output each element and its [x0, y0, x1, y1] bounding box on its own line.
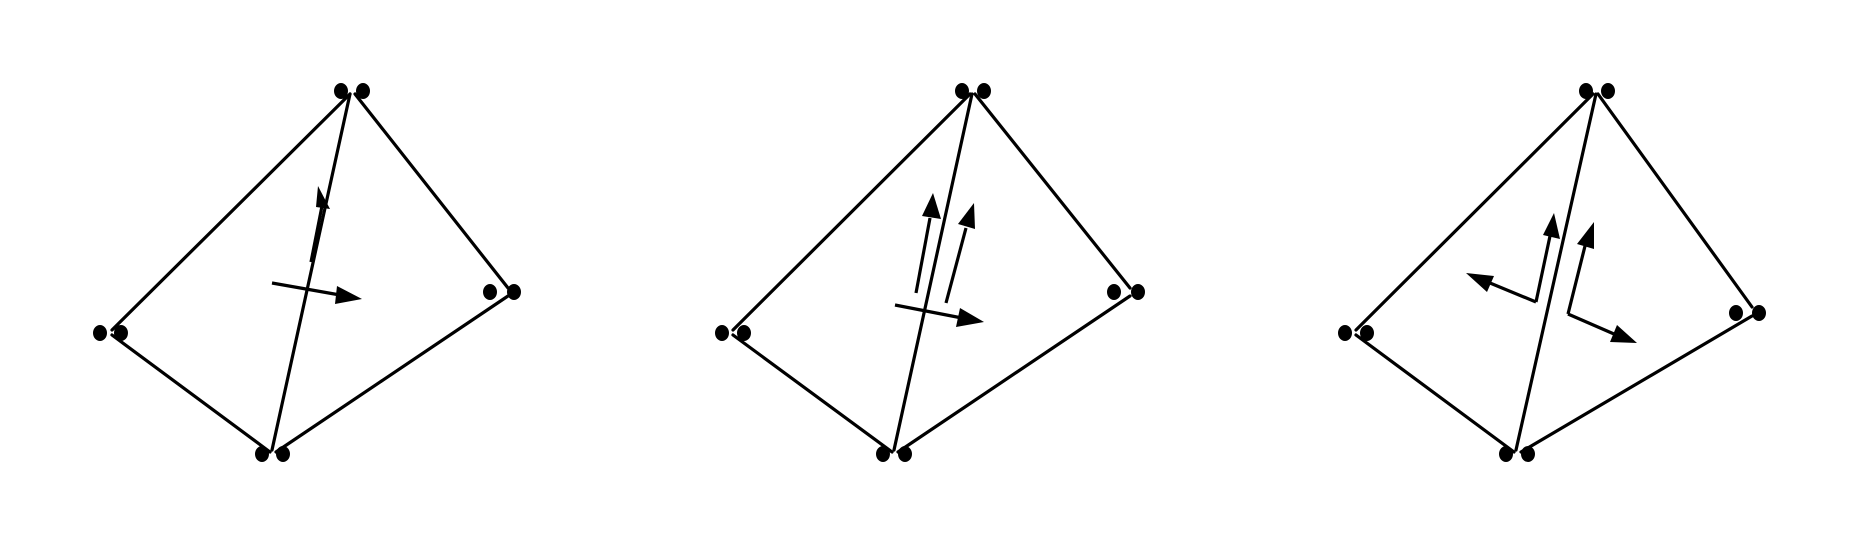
arrow-right-shaft: [271, 281, 341, 297]
edge: [1354, 92, 1595, 332]
vertex-dot: [715, 325, 729, 341]
edge: [353, 92, 510, 290]
vertex-dot: [1338, 325, 1352, 341]
vertex-dot: [1521, 446, 1535, 462]
vertex-dot: [898, 446, 912, 462]
arrow-up-shaft: [309, 205, 324, 263]
arrow-left-corner-up-shaft: [1534, 235, 1552, 303]
vertex-dot: [1360, 325, 1374, 341]
edge: [1354, 333, 1516, 454]
arrow-right-corner-right-shaft: [1567, 312, 1615, 336]
vertex-dot: [114, 325, 128, 341]
vertex-dot: [1752, 305, 1766, 321]
edge: [1514, 92, 1598, 452]
vertex-dot: [93, 325, 107, 341]
arrow-left-corner-left-shaft: [1489, 281, 1537, 304]
panel-3: [1338, 83, 1766, 462]
vertex-dot: [1579, 83, 1593, 99]
arrow-right-head: [956, 308, 984, 327]
edge: [110, 92, 352, 332]
vertex-dot: [1601, 83, 1615, 99]
arrow-left-corner-left-head: [1466, 273, 1494, 292]
edge: [1519, 314, 1754, 454]
edge: [274, 294, 510, 454]
panel-2-edges: [731, 92, 1132, 454]
vertex-dot: [1499, 446, 1513, 462]
arrow-right-corner-right-head: [1610, 325, 1637, 343]
panel-1-arrows: [271, 186, 362, 304]
panel-2-vertex-dots: [715, 83, 1145, 462]
vertex-dot: [255, 446, 269, 462]
panel-3-arrows: [1466, 213, 1637, 343]
vertex-dot: [876, 446, 890, 462]
panel-2: [715, 83, 1145, 462]
vertex-dot: [977, 83, 991, 99]
panel-1-edges: [110, 92, 510, 454]
arrow-right-corner-up-head: [1577, 222, 1594, 249]
edge: [731, 333, 894, 454]
vertex-dot: [1729, 305, 1743, 321]
arrow-up-right-shaft: [944, 227, 968, 304]
vertex-dot: [737, 325, 751, 341]
arrow-up-left-shaft: [914, 217, 932, 294]
arrow-up-right-head: [958, 203, 975, 229]
vertex-dot: [955, 83, 969, 99]
arrow-right-head: [335, 286, 362, 304]
arrow-up-head: [316, 186, 330, 209]
edge: [1596, 92, 1754, 309]
vertex-dot: [276, 446, 290, 462]
vertex-dot: [507, 284, 521, 300]
panel-3-edges: [1354, 92, 1754, 454]
vertex-dot: [356, 83, 370, 99]
arrow-up-left-head: [922, 193, 941, 219]
arrow-right-shaft: [894, 303, 963, 320]
vertex-dot: [483, 284, 497, 300]
vertex-dot: [1107, 284, 1121, 300]
edge: [892, 92, 974, 452]
arrow-left-corner-up-head: [1543, 213, 1560, 239]
vertex-dot: [1131, 284, 1145, 300]
edge: [731, 92, 972, 332]
edge: [896, 294, 1132, 454]
edge: [973, 92, 1132, 290]
edge: [270, 92, 352, 452]
vertex-dot: [334, 83, 348, 99]
edge: [110, 333, 272, 454]
panel-1-vertex-dots: [93, 83, 521, 462]
panel-2-arrows: [894, 193, 984, 327]
panel-1: [93, 83, 521, 462]
panel-3-vertex-dots: [1338, 83, 1766, 462]
arrow-right-corner-up-shaft: [1566, 245, 1587, 315]
